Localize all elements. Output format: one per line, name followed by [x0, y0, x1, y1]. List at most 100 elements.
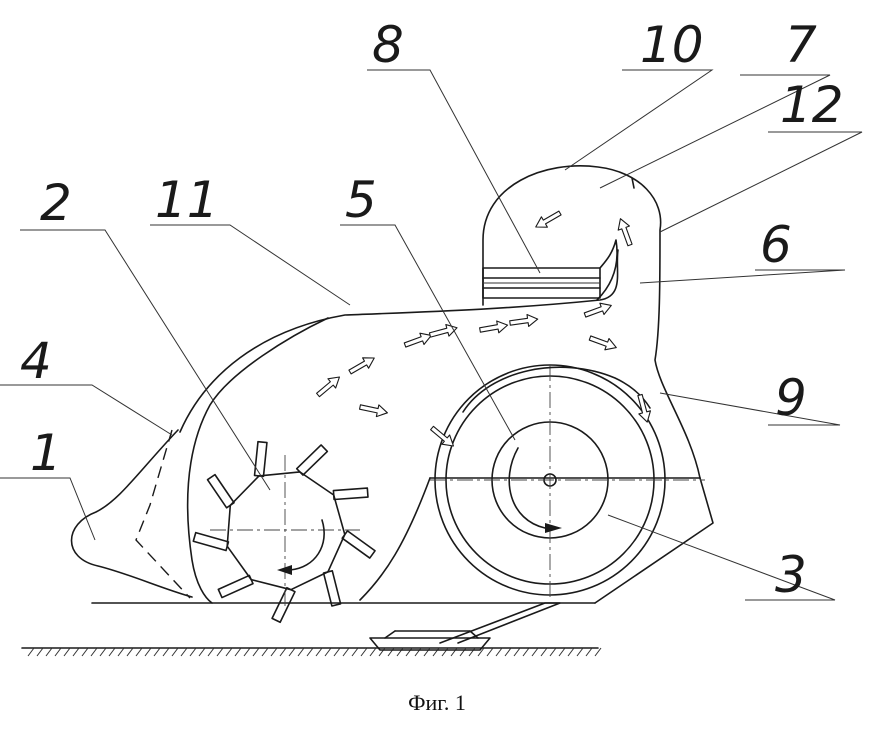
- ground: [21, 647, 602, 657]
- callout-9: 9: [775, 369, 807, 427]
- callout-1: 1: [30, 424, 62, 482]
- ground-hatch-mark: [360, 647, 368, 657]
- ground-hatch-mark: [234, 647, 242, 657]
- rotor-tooth: [253, 440, 268, 478]
- ground-hatch-mark: [207, 647, 215, 657]
- airflow-arrow: [358, 404, 388, 418]
- ground-hatch-mark: [189, 647, 197, 657]
- ground-hatch-mark: [333, 647, 341, 657]
- ground-hatch-mark: [261, 647, 269, 657]
- ground-hatch-mark: [558, 647, 566, 657]
- ground-hatch-mark: [243, 647, 251, 657]
- frame: [91, 477, 714, 651]
- callout-3: 3: [775, 546, 807, 604]
- rotor-tooth: [341, 530, 376, 559]
- rotor-tooth: [206, 473, 235, 509]
- rotor-tooth: [322, 570, 342, 607]
- ground-hatch-mark: [135, 647, 143, 657]
- ground-hatch-mark: [225, 647, 233, 657]
- ground-hatch-mark: [252, 647, 260, 657]
- ground-hatch-mark: [45, 647, 53, 657]
- ground-hatch-mark: [72, 647, 80, 657]
- ground-hatch-mark: [288, 647, 296, 657]
- airflow-arrow: [348, 357, 375, 375]
- airflow-arrow: [479, 320, 509, 334]
- ground-hatch-mark: [171, 647, 179, 657]
- ground-hatch-mark: [513, 647, 521, 657]
- ground-hatch-mark: [117, 647, 125, 657]
- ground-hatch-mark: [180, 647, 188, 657]
- ground-hatch-mark: [63, 647, 71, 657]
- ground-hatch-mark: [369, 647, 377, 657]
- rotor-tooth: [217, 574, 254, 599]
- callout-5: 5: [345, 171, 377, 229]
- ground-hatch-mark: [585, 647, 593, 657]
- ground-hatch-mark: [576, 647, 584, 657]
- ground-hatch-mark: [315, 647, 323, 657]
- ground-hatch-mark: [144, 647, 152, 657]
- ground-hatch-mark: [216, 647, 224, 657]
- ground-hatch-mark: [270, 647, 278, 657]
- airflow-arrows: [316, 210, 652, 447]
- ground-hatch-mark: [567, 647, 575, 657]
- callout-labels: 1 2 3 4 5 6 7 8 9 10 11 12: [20, 16, 844, 604]
- rotor-tooth: [295, 444, 329, 476]
- ground-hatch-mark: [306, 647, 314, 657]
- ground-hatch-mark: [549, 647, 557, 657]
- callout-7: 7: [785, 16, 817, 74]
- rotor-tooth: [271, 586, 296, 624]
- duct-shell: [179, 249, 701, 604]
- airflow-arrow: [430, 425, 454, 447]
- ground-hatch-mark: [540, 647, 548, 657]
- ground-hatch-mark: [594, 647, 602, 657]
- ground-hatch-mark: [531, 647, 539, 657]
- airflow-arrow: [617, 218, 633, 247]
- airflow-arrow: [637, 393, 652, 423]
- callout-4: 4: [20, 332, 52, 390]
- rotor-tooth: [332, 487, 369, 501]
- ground-hatch-mark: [297, 647, 305, 657]
- callout-8: 8: [372, 16, 404, 74]
- callout-2: 2: [40, 174, 72, 232]
- rotor-tooth: [192, 531, 230, 552]
- ground-hatch-mark: [477, 647, 485, 657]
- ground-hatch-mark: [495, 647, 503, 657]
- callout-10: 10: [640, 16, 704, 74]
- airflow-arrow: [316, 376, 340, 398]
- ground-hatch-mark: [342, 647, 350, 657]
- fan: [430, 364, 705, 600]
- airflow-arrow: [583, 302, 612, 318]
- ground-hatch-mark: [27, 647, 35, 657]
- airflow-arrow: [535, 210, 562, 228]
- ground-hatch-mark: [324, 647, 332, 657]
- ground-hatch-mark: [90, 647, 98, 657]
- feeder-lip: [70, 429, 193, 598]
- ground-hatch-mark: [126, 647, 134, 657]
- separator-housing: [482, 165, 701, 479]
- ground-hatch-mark: [279, 647, 287, 657]
- dashed-guide: [135, 429, 191, 599]
- ground-hatch-mark: [99, 647, 107, 657]
- callout-6: 6: [760, 216, 792, 274]
- ground-hatch-mark: [351, 647, 359, 657]
- callout-12: 12: [780, 76, 844, 134]
- airflow-arrow: [403, 332, 432, 348]
- figure-caption: Фиг. 1: [408, 690, 466, 715]
- ground-hatch-mark: [486, 647, 494, 657]
- ground-hatch-mark: [81, 647, 89, 657]
- rotor-drum: [192, 440, 376, 624]
- airflow-arrow: [428, 323, 458, 338]
- ground-hatch-mark: [522, 647, 530, 657]
- ground-hatch-mark: [162, 647, 170, 657]
- filter-block: [482, 267, 601, 299]
- ground-hatch-mark: [36, 647, 44, 657]
- callout-11: 11: [155, 171, 219, 229]
- ground-hatch-mark: [54, 647, 62, 657]
- airflow-arrow: [588, 335, 617, 351]
- ground-hatch-mark: [153, 647, 161, 657]
- ground-hatch-mark: [198, 647, 206, 657]
- ground-hatch-mark: [108, 647, 116, 657]
- leader-lines: [0, 69, 863, 601]
- airflow-arrow: [509, 314, 539, 327]
